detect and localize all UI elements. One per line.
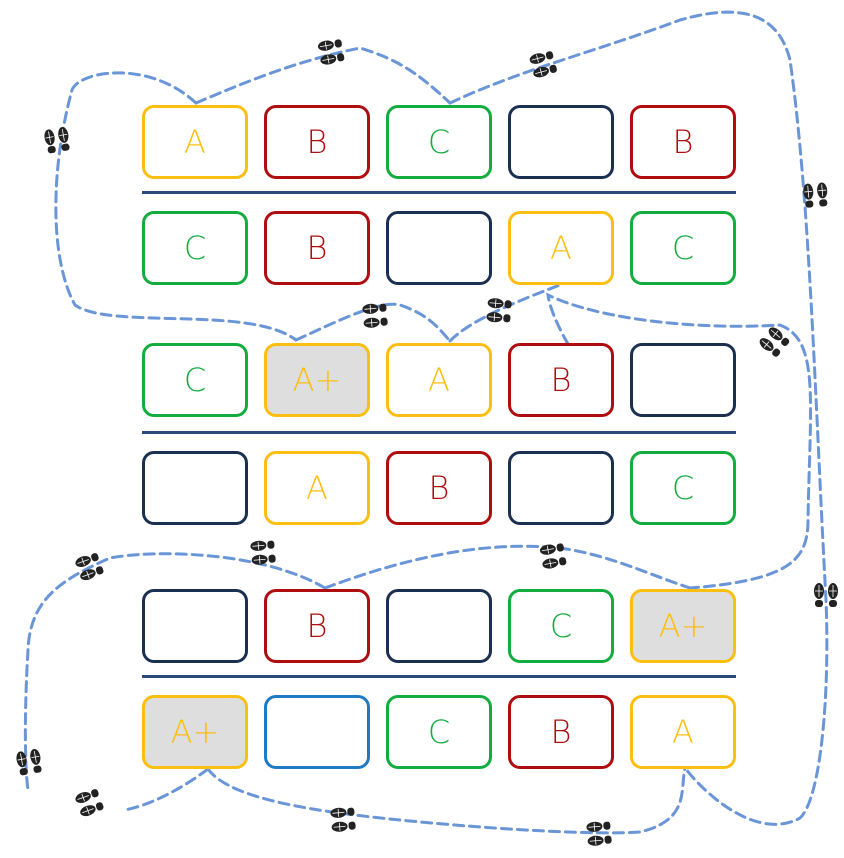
empty-box [264, 695, 370, 769]
footprints-icon [585, 816, 623, 849]
empty-box [508, 451, 614, 525]
footprints-icon [72, 545, 116, 586]
path-segment [448, 10, 829, 826]
grade-box-b: B [630, 105, 736, 179]
footprints-icon [538, 537, 579, 573]
footprints-icon [811, 582, 841, 618]
footprints-icon [12, 747, 48, 788]
empty-box [386, 589, 492, 663]
footprints-icon [40, 125, 76, 166]
footprints-icon [316, 33, 357, 69]
grade-box-b: B [264, 105, 370, 179]
footprints-icon [527, 44, 570, 82]
footprints-icon [485, 294, 523, 327]
grade-box-c: C [630, 211, 736, 285]
grade-box-b: B [264, 211, 370, 285]
footprints-icon [72, 781, 116, 822]
path-segment [294, 302, 452, 343]
grade-box-c: C [386, 105, 492, 179]
footprints-icon [799, 181, 832, 219]
path-segment [194, 46, 452, 105]
grade-box-c: C [386, 695, 492, 769]
grade-box-c: C [142, 343, 248, 417]
grade-box-b: B [508, 343, 614, 417]
grade-box-a: A [386, 343, 492, 417]
row-divider [142, 431, 736, 434]
grade-box-a-plus: A+ [264, 343, 370, 417]
footprints-icon [755, 322, 802, 368]
grade-box-c: C [142, 211, 248, 285]
path-segment [546, 292, 813, 590]
row-divider [142, 675, 736, 678]
grade-box-a: A [264, 451, 370, 525]
path-segment [54, 71, 298, 342]
grade-box-b: B [508, 695, 614, 769]
row-divider [142, 191, 736, 194]
grade-box-a: A [508, 211, 614, 285]
grade-box-a-plus: A+ [142, 695, 248, 769]
empty-box [142, 589, 248, 663]
path-segment [206, 766, 687, 835]
grade-box-b: B [264, 589, 370, 663]
grade-box-b: B [386, 451, 492, 525]
footprints-icon [329, 802, 367, 835]
empty-box [142, 451, 248, 525]
path-segment [323, 544, 692, 590]
footprints-icon [249, 535, 287, 568]
grade-box-a: A [630, 695, 736, 769]
grade-box-a: A [142, 105, 248, 179]
grade-box-a-plus: A+ [630, 589, 736, 663]
empty-box [508, 105, 614, 179]
empty-box [630, 343, 736, 417]
path-segment [23, 552, 327, 792]
footprints-icon [361, 298, 399, 331]
path-segment [448, 283, 562, 343]
empty-box [386, 211, 492, 285]
path-segment [123, 767, 210, 812]
grade-box-c: C [508, 589, 614, 663]
grade-box-c: C [630, 451, 736, 525]
